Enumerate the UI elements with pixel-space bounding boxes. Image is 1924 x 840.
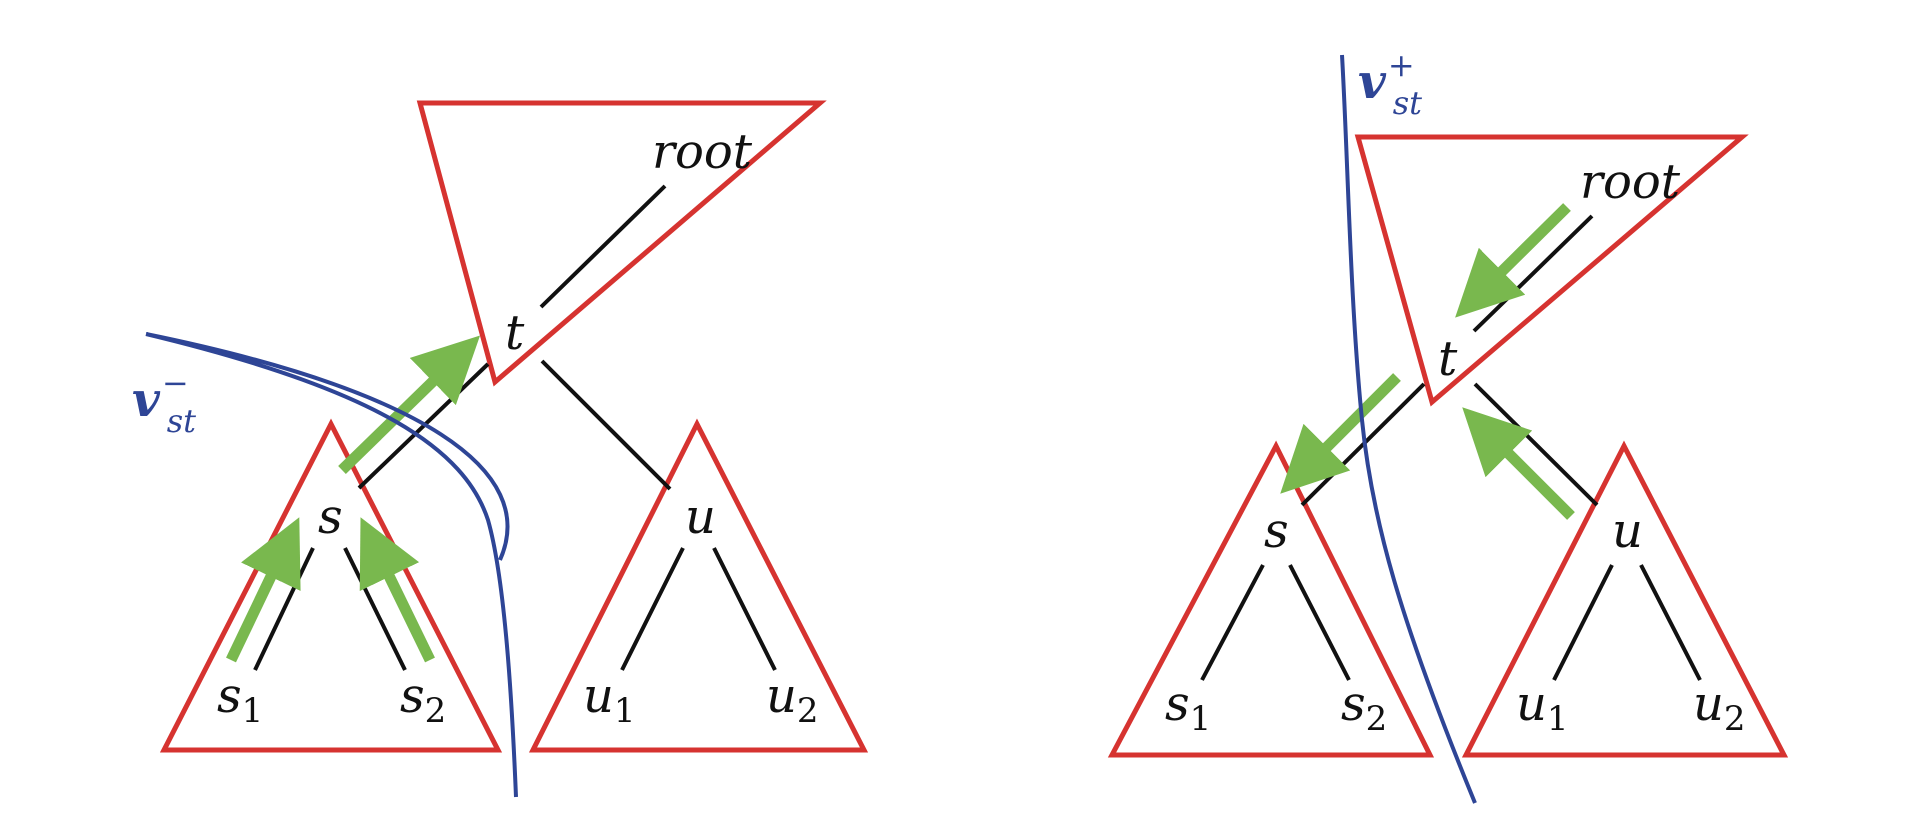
left-edge-u-u2 <box>712 547 777 671</box>
left-cut-curve <box>145 332 518 798</box>
right-cut-curve <box>1340 54 1477 804</box>
right-edge-t-u <box>1473 382 1599 507</box>
left-node-s: s <box>318 489 343 545</box>
right-node-u2: u2 <box>1693 676 1746 739</box>
left-node-t: t <box>505 305 525 361</box>
right-node-s1: s1 <box>1165 676 1211 739</box>
left-node-s1: s1 <box>217 668 263 731</box>
left-edge-s-s2 <box>343 547 407 671</box>
left-panel: root t s u s1 s2 u1 u2 v−st <box>132 100 869 798</box>
left-edge-t-u <box>540 359 672 491</box>
right-node-u: u <box>1612 503 1643 559</box>
left-node-s2: s2 <box>400 668 446 731</box>
right-node-u1: u1 <box>1516 676 1569 739</box>
left-arrow-s2-to-s <box>359 517 435 663</box>
right-node-t: t <box>1438 331 1458 387</box>
right-edge-u-u1 <box>1552 564 1614 681</box>
right-arrow-t-to-s <box>1280 373 1401 494</box>
left-edge-root-t <box>539 184 667 309</box>
right-root-subtree-outline <box>1354 134 1749 407</box>
right-panel: root t s u s1 s2 u1 u2 v+st <box>1107 46 1789 804</box>
left-node-u: u <box>685 489 716 545</box>
left-edge-s-s1 <box>253 547 315 671</box>
left-s-subtree-outline <box>159 418 503 753</box>
left-node-u2: u2 <box>766 668 819 731</box>
right-arrow-u-to-t <box>1462 407 1575 520</box>
left-node-u1: u1 <box>583 668 636 731</box>
right-node-root: root <box>1580 154 1681 210</box>
right-node-s2: s2 <box>1341 676 1387 739</box>
right-arrow-root-to-t <box>1455 203 1571 318</box>
left-edge-u-u1 <box>620 547 685 671</box>
left-arrow-s1-to-s <box>226 517 301 663</box>
right-s-subtree-outline <box>1107 440 1435 758</box>
right-edge-s-s2 <box>1288 564 1351 681</box>
left-root-subtree-outline <box>416 100 827 387</box>
right-node-s: s <box>1264 503 1289 559</box>
right-u-subtree-outline <box>1461 440 1789 758</box>
right-curve-label: v+st <box>1358 46 1422 122</box>
right-edge-u-u2 <box>1639 564 1702 681</box>
left-node-root: root <box>652 124 753 180</box>
left-u-subtree-outline <box>528 418 869 753</box>
left-curve-label: v−st <box>132 364 196 440</box>
right-edge-s-s1 <box>1200 564 1265 681</box>
